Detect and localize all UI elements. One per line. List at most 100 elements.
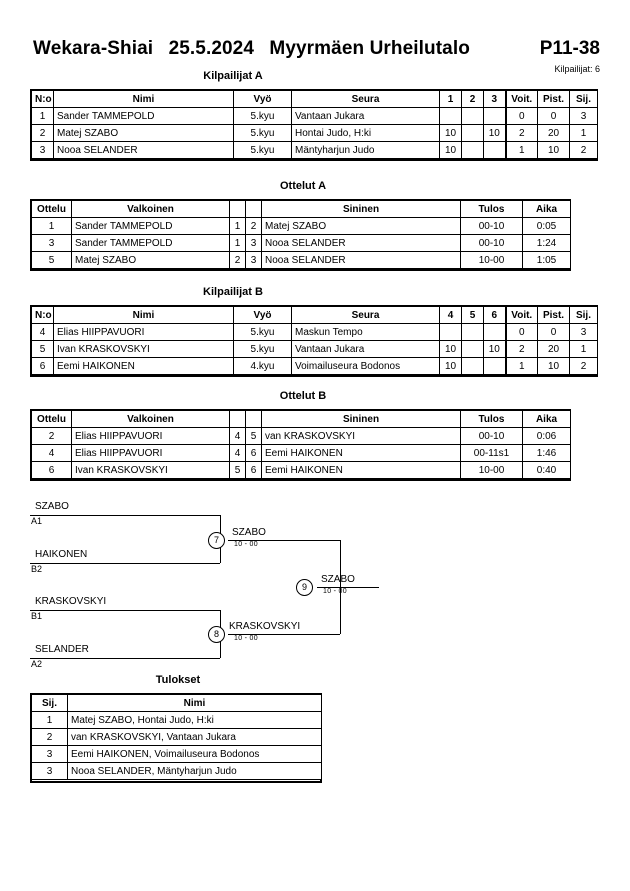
col-match-no: Ottelu <box>31 200 72 218</box>
cell-blue-no: 3 <box>245 251 262 269</box>
col-name: Nimi <box>53 90 234 108</box>
cell-no: 5 <box>31 340 54 358</box>
caption-results: Tulokset <box>155 674 201 686</box>
page-title: Wekara-Shiai 25.5.2024 Myyrmäen Urheilut… <box>33 38 480 60</box>
table-row: 5 Ivan KRASKOVSKYI 5.kyu Vantaan Jukara … <box>31 340 598 358</box>
bracket-semifinal-winner: KRASKOVSKYI <box>229 621 301 632</box>
cell-club: Hontai Judo, H:ki <box>291 124 440 142</box>
cell-s3 <box>483 323 506 341</box>
entrant-count: Kilpailijat: 6 <box>554 64 600 74</box>
bracket-entry-name: SZABO <box>35 501 69 512</box>
cell-wins: 1 <box>504 357 538 375</box>
bracket-entry-name: HAIKONEN <box>35 549 88 560</box>
cell-rank: 3 <box>31 745 68 763</box>
col-rank: Sij. <box>569 306 598 324</box>
cell-name: Eemi HAIKONEN <box>53 357 234 375</box>
col-time: Aika <box>522 410 571 428</box>
bracket-entry-name: SELANDER <box>35 644 89 655</box>
cell-match-no: 2 <box>31 427 72 445</box>
cell-time: 0:05 <box>522 217 571 235</box>
cell-rank: 2 <box>569 357 598 375</box>
matches-b-table: Ottelu Valkoinen Sininen Tulos Aika 2 El… <box>31 410 571 479</box>
cell-belt: 5.kyu <box>233 340 292 358</box>
event-date: 25.5.2024 <box>168 38 255 59</box>
cell-result: 10-00 <box>460 461 523 479</box>
bracket-entry-seed: B1 <box>31 611 43 621</box>
table-header-row: N:o Nimi Vyö Seura 1 2 3 Voit. Pist. Sij… <box>31 90 598 108</box>
table-row: 3 Eemi HAIKONEN, Voimailuseura Bodonos <box>31 745 322 763</box>
cell-result: 00-10 <box>460 427 523 445</box>
table-header-row: Ottelu Valkoinen Sininen Tulos Aika <box>31 410 571 428</box>
cell-match-no: 5 <box>31 251 72 269</box>
cell-s3 <box>483 357 506 375</box>
col-match-no: Ottelu <box>31 410 72 428</box>
cell-no: 3 <box>31 141 54 159</box>
cell-white-no: 5 <box>229 461 246 479</box>
cell-white-no: 1 <box>229 234 246 252</box>
event-venue: Myyrmäen Urheilutalo <box>269 38 470 59</box>
cell-no: 2 <box>31 124 54 142</box>
cell-time: 1:05 <box>522 251 571 269</box>
cell-name: Sander TAMMEPOLD <box>53 107 234 125</box>
cell-rank: 2 <box>31 728 68 746</box>
cell-s3: 10 <box>483 124 506 142</box>
cell-white: Matej SZABO <box>71 251 230 269</box>
caption-pool-a: Kilpailijat A <box>203 70 263 82</box>
col-blue: Sininen <box>261 410 461 428</box>
col-s2: 2 <box>461 90 484 108</box>
bracket-line <box>30 563 220 564</box>
cell-club: Voimailuseura Bodonos <box>291 357 440 375</box>
cell-blue: Nooa SELANDER <box>261 251 461 269</box>
cell-blue-no: 5 <box>245 427 262 445</box>
col-name: Nimi <box>67 694 322 712</box>
col-white: Valkoinen <box>71 200 230 218</box>
col-s1: 4 <box>439 306 462 324</box>
col-no: N:o <box>31 306 54 324</box>
col-no: N:o <box>31 90 54 108</box>
col-result: Tulos <box>460 410 523 428</box>
cell-rank: 1 <box>569 340 598 358</box>
cell-blue-no: 3 <box>245 234 262 252</box>
col-rank: Sij. <box>31 694 68 712</box>
cell-blue: Eemi HAIKONEN <box>261 461 461 479</box>
col-points: Pist. <box>537 306 570 324</box>
pool-b-table: N:o Nimi Vyö Seura 4 5 6 Voit. Pist. Sij… <box>31 306 598 375</box>
col-s2: 5 <box>461 306 484 324</box>
cell-name: Nooa SELANDER, Mäntyharjun Judo <box>67 762 322 780</box>
cell-rank: 2 <box>569 141 598 159</box>
cell-points: 20 <box>537 124 570 142</box>
col-blue-no <box>245 410 262 428</box>
cell-belt: 5.kyu <box>233 124 292 142</box>
caption-matches-b: Ottelut B <box>279 390 327 402</box>
bracket-line <box>228 634 340 635</box>
cell-blue: Matej SZABO <box>261 217 461 235</box>
cell-name: van KRASKOVSKYI, Vantaan Jukara <box>67 728 322 746</box>
cell-club: Vantaan Jukara <box>291 340 440 358</box>
col-white-no <box>229 200 246 218</box>
col-belt: Vyö <box>233 90 292 108</box>
event-name: Wekara-Shiai <box>33 38 154 59</box>
cell-white: Sander TAMMEPOLD <box>71 234 230 252</box>
cell-white: Sander TAMMEPOLD <box>71 217 230 235</box>
results-table: Sij. Nimi 1 Matej SZABO, Hontai Judo, H:… <box>31 694 322 780</box>
matches-a-table: Ottelu Valkoinen Sininen Tulos Aika 1 Sa… <box>31 200 571 269</box>
cell-belt: 5.kyu <box>233 323 292 341</box>
cell-s1 <box>439 323 462 341</box>
cell-rank: 1 <box>31 711 68 729</box>
table-row: 1 Sander TAMMEPOLD 1 2 Matej SZABO 00-10… <box>31 217 571 235</box>
table-row: 3 Nooa SELANDER 5.kyu Mäntyharjun Judo 1… <box>31 141 598 159</box>
cell-blue-no: 2 <box>245 217 262 235</box>
table-row: 3 Sander TAMMEPOLD 1 3 Nooa SELANDER 00-… <box>31 234 571 252</box>
cell-s1: 10 <box>439 141 462 159</box>
cell-white-no: 2 <box>229 251 246 269</box>
bracket-semifinal-score: 10 - 00 <box>234 635 258 642</box>
cell-belt: 4.kyu <box>233 357 292 375</box>
bracket-node-8: 8 <box>208 626 225 643</box>
cell-s2 <box>461 357 484 375</box>
cell-s2 <box>461 124 484 142</box>
cell-blue-no: 6 <box>245 444 262 462</box>
col-s1: 1 <box>439 90 462 108</box>
table-row: 5 Matej SZABO 2 3 Nooa SELANDER 10-00 1:… <box>31 251 571 269</box>
cell-s2 <box>461 340 484 358</box>
cell-s2 <box>461 323 484 341</box>
